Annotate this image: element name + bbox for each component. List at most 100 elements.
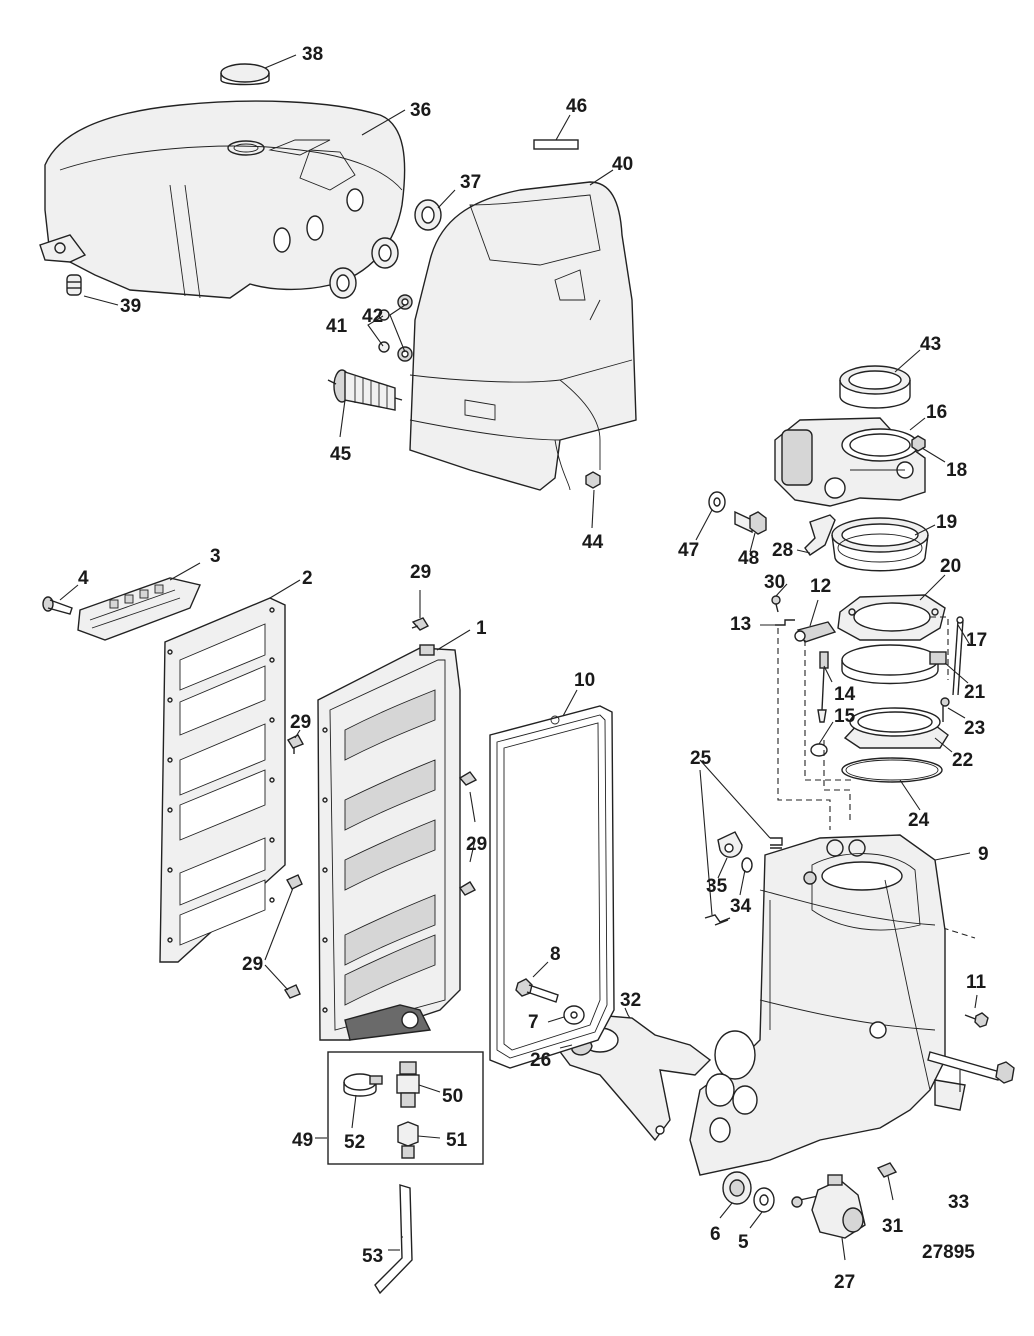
callout-29c: 29 [466,834,487,855]
part-29-fitting-top [411,617,430,631]
part-7-washer [563,1005,585,1025]
callout-1: 1 [476,618,487,639]
part-17-rod [952,616,964,696]
callout-14: 14 [834,684,856,705]
part-53-hex-key [374,1184,413,1295]
callout-9: 9 [978,844,989,865]
callout-17: 17 [966,630,987,651]
part-28-bracket [804,514,836,556]
callout-50: 50 [442,1086,463,1107]
callout-29a: 29 [410,562,431,583]
leader-lines [59,54,978,1261]
callout-43: 43 [920,334,941,355]
callout-28: 28 [772,540,793,561]
part-29-fitting-bottom [283,984,301,999]
part-19-adapter-ring [831,517,929,572]
part-2-reed-plate [159,597,286,963]
callout-34: 34 [730,896,752,917]
callout-45: 45 [330,444,352,465]
part-25-clips [704,837,783,926]
callout-33: 33 [948,1192,969,1213]
callout-7: 7 [528,1012,539,1033]
callout-41: 41 [326,316,348,337]
callout-37: 37 [460,172,481,193]
callout-52: 52 [344,1132,365,1153]
part-14-sensor [817,651,829,723]
callout-2: 2 [302,568,313,589]
part-38-cap [220,63,270,86]
part-30-screw [771,595,781,613]
part-12-sensor [794,621,837,643]
part-29-fitting-left-lower [286,874,303,890]
callout-12: 12 [810,576,831,597]
part-31-fitting [876,1162,898,1178]
part-16-throttle-body [774,417,926,507]
callout-5: 5 [738,1232,749,1253]
part-15-o-ring [810,743,828,757]
callout-35: 35 [706,876,728,897]
part-40-front-cover [409,181,637,491]
callout-23: 23 [964,718,985,739]
part-29-fitting-left-upper [286,734,304,754]
callout-15: 15 [834,706,856,727]
part-6-plug [722,1171,752,1205]
part-39-grommet [66,274,82,296]
part-22-adapter [843,707,949,749]
callout-29b: 29 [290,712,311,733]
callout-8: 8 [550,944,561,965]
callout-3: 3 [210,546,221,567]
part-27-actuator [791,1174,866,1239]
callout-46: 46 [566,96,587,117]
part-45-filter [327,369,403,411]
part-29-fitting-right-lower [458,881,477,896]
callout-40: 40 [612,154,633,175]
callout-10: 10 [574,670,595,691]
part-23-screw [940,697,950,722]
callout-42: 42 [362,306,383,327]
callout-31: 31 [882,1216,904,1237]
figure-number: 27895 [922,1242,975,1263]
callout-47: 47 [678,540,699,561]
callout-38: 38 [302,44,323,65]
part-3-reed-block [77,577,201,641]
part-18-nut [911,435,926,452]
part-29-fitting-right-upper [458,771,478,786]
part-24-o-ring [841,757,943,783]
callout-49: 49 [292,1130,313,1151]
callout-39: 39 [120,296,141,317]
part-1-plenum [317,644,461,1041]
callout-26: 26 [530,1050,551,1071]
callout-22: 22 [952,750,973,771]
callout-27: 27 [834,1272,855,1293]
callout-21: 21 [964,682,986,703]
part-11-bolt [964,1012,989,1028]
part-47-washer [708,491,726,513]
part-10-gasket [489,705,615,1069]
part-36-top-cover [39,100,406,299]
callout-4: 4 [78,568,89,589]
part-52-clamp [343,1073,383,1097]
part-5-washer [753,1187,775,1213]
part-46-label [533,139,579,150]
part-20-adapter-plate [837,594,946,641]
part-44-nut [585,471,601,489]
callout-19: 19 [936,512,957,533]
part-43-ring [839,365,911,409]
part-34-washer [741,857,753,873]
callout-13: 13 [730,614,751,635]
part-4-screw [42,596,73,615]
part-21-clamp-band [841,644,947,685]
callout-51: 51 [446,1130,468,1151]
callout-30: 30 [764,572,785,593]
part-8-bolt [515,978,559,1003]
callout-44: 44 [582,532,604,553]
callout-16: 16 [926,402,947,423]
part-41-42-fasteners [378,294,413,362]
callout-20: 20 [940,556,961,577]
part-35-clamp [717,831,743,858]
part-48-bolt [734,510,767,535]
part-13-clip [775,619,795,626]
part-9-intake-manifold [689,834,966,1176]
